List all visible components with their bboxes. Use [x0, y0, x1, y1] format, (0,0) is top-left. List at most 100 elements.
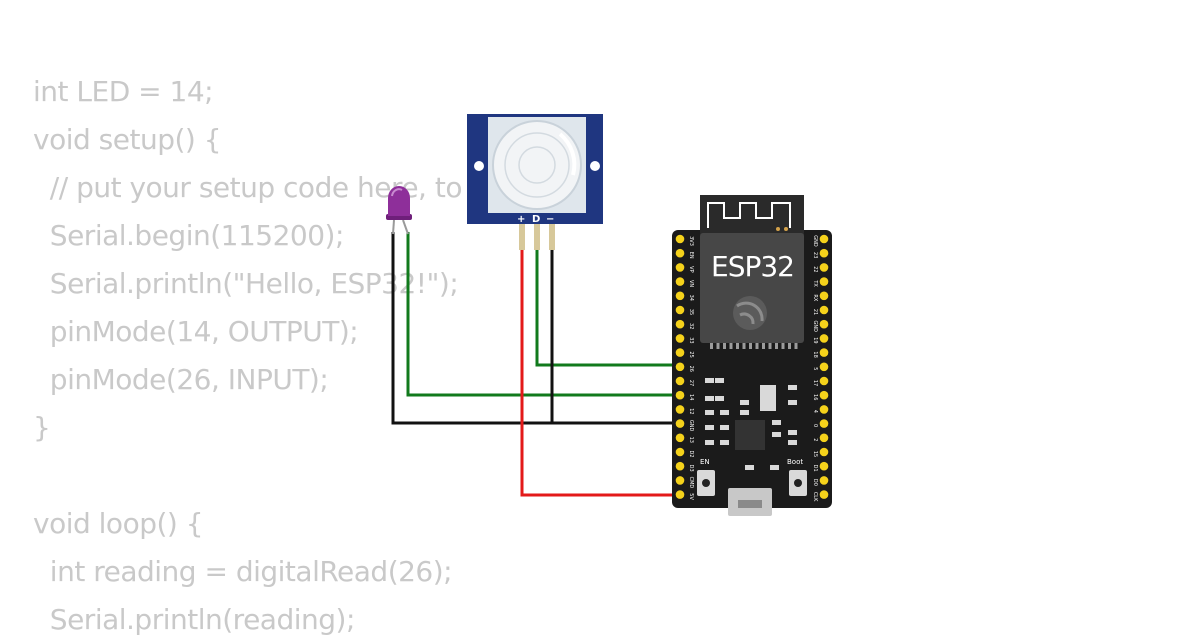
- right-header-pin[interactable]: [819, 319, 829, 329]
- voltage-regulator: [760, 385, 776, 411]
- pir-label-vcc: +: [517, 214, 525, 225]
- right-header-pin[interactable]: [819, 291, 829, 301]
- en-button[interactable]: [702, 479, 710, 487]
- right-pin-label: D1: [812, 465, 818, 472]
- esp32-module: [700, 233, 804, 343]
- esp32-board[interactable]: ESP32 EN Boot 3V3ENVPVN34353233252627141…: [672, 195, 832, 516]
- left-header-pin[interactable]: [675, 263, 685, 272]
- left-header-pin[interactable]: [675, 277, 685, 286]
- left-header-pin[interactable]: [675, 319, 685, 329]
- module-pad: [742, 343, 746, 349]
- left-header-pin[interactable]: [675, 447, 685, 457]
- led-dome: [388, 186, 410, 216]
- right-header-pin[interactable]: [819, 305, 829, 315]
- left-header-pins: 3V3ENVPVN343532332526271412GND13D2D3CMD5…: [675, 234, 694, 500]
- code-line: Serial.begin(115200);: [33, 219, 345, 252]
- smd-component: [705, 378, 714, 383]
- smd-component: [772, 432, 781, 437]
- right-header-pin[interactable]: [819, 263, 829, 272]
- left-pin-label: D2: [688, 450, 694, 457]
- left-header-pin[interactable]: [675, 248, 685, 258]
- left-header-pin[interactable]: [675, 390, 685, 400]
- right-header-pin[interactable]: [819, 405, 829, 414]
- right-header-pin[interactable]: [819, 334, 829, 343]
- right-header-pin[interactable]: [819, 490, 829, 499]
- right-pin-label: GND: [812, 320, 818, 332]
- right-pin-label: 2: [812, 438, 818, 441]
- left-pin-label: 33: [688, 337, 694, 343]
- right-pin-label: CLK: [812, 492, 818, 502]
- left-header-pin[interactable]: [675, 334, 685, 343]
- right-header-pin[interactable]: [819, 362, 829, 372]
- right-header-pin[interactable]: [819, 447, 829, 457]
- boot-button[interactable]: [794, 479, 802, 487]
- left-header-pin[interactable]: [675, 419, 685, 428]
- left-header-pin[interactable]: [675, 433, 685, 443]
- code-line: }: [33, 411, 51, 444]
- module-pad: [775, 343, 778, 349]
- right-header-pin[interactable]: [819, 234, 829, 244]
- right-header-pin[interactable]: [819, 348, 829, 357]
- module-pad: [716, 343, 720, 349]
- left-header-pin[interactable]: [675, 405, 685, 414]
- left-header-pin[interactable]: [675, 305, 685, 315]
- right-pin-label: 19: [812, 337, 818, 343]
- led[interactable]: [386, 186, 412, 235]
- module-pad: [788, 343, 791, 349]
- en-button-label: EN: [700, 458, 710, 466]
- left-pin-label: 27: [688, 380, 694, 386]
- right-pin-label: 17: [812, 380, 818, 386]
- pir-fresnel-lens: [492, 120, 582, 210]
- pir-pin-vcc: [519, 222, 525, 250]
- smd-component: [705, 396, 714, 401]
- smd-component: [745, 465, 754, 470]
- right-header-pin[interactable]: [819, 390, 829, 400]
- module-pad: [762, 343, 765, 349]
- smd-component: [788, 400, 797, 405]
- right-header-pin[interactable]: [819, 277, 829, 286]
- code-line: int LED = 14;: [33, 75, 214, 108]
- right-pin-label: TX: [812, 279, 818, 287]
- left-header-pin[interactable]: [675, 490, 685, 499]
- left-header-pin[interactable]: [675, 376, 685, 386]
- right-header-pin[interactable]: [819, 476, 829, 485]
- module-pad: [768, 343, 772, 349]
- left-pin-label: 5V: [688, 493, 694, 500]
- code-editor-background: int LED = 14;void setup() { // put your …: [33, 68, 599, 644]
- module-pad: [755, 343, 759, 349]
- circuit-diagram: + D − ESP32 EN Boot 3V3ENVPVN34353233252…: [386, 114, 832, 516]
- right-pin-label: 5: [812, 367, 818, 370]
- right-header-pin[interactable]: [819, 461, 829, 471]
- left-pin-label: 34: [688, 295, 694, 301]
- code-line: void setup() {: [33, 123, 222, 156]
- pir-mount-hole-left: [474, 161, 484, 171]
- left-header-pin[interactable]: [675, 291, 685, 301]
- wire-sensor-data-to-pin26[interactable]: [535, 228, 676, 367]
- code-line: pinMode(26, INPUT);: [33, 363, 329, 396]
- wire-led-to-gnd[interactable]: [391, 232, 676, 425]
- right-pin-label: GND: [812, 235, 818, 247]
- wire-sensor-vcc-to-5v[interactable]: [520, 228, 676, 497]
- left-header-pin[interactable]: [675, 234, 685, 244]
- right-pin-label: 4: [812, 410, 818, 413]
- right-pin-label: 18: [812, 351, 818, 357]
- antenna-trace: [707, 202, 791, 228]
- pir-lens-glare: [558, 132, 577, 176]
- left-header-pin[interactable]: [675, 476, 685, 485]
- right-header-pin[interactable]: [819, 376, 829, 386]
- left-pin-label: 35: [688, 309, 694, 315]
- left-header-pin[interactable]: [675, 348, 685, 357]
- antenna-pad-1: [776, 227, 780, 231]
- left-header-pin[interactable]: [675, 461, 685, 471]
- pir-label-gnd: −: [546, 214, 554, 225]
- pir-sensor[interactable]: + D −: [467, 114, 603, 250]
- right-pin-label: 0: [812, 424, 818, 427]
- smd-component: [715, 378, 724, 383]
- wire-led-to-pin14[interactable]: [406, 232, 676, 397]
- left-header-pin[interactable]: [675, 362, 685, 372]
- right-header-pin[interactable]: [819, 419, 829, 428]
- left-pin-label: 3V3: [688, 236, 694, 246]
- right-header-pin[interactable]: [819, 433, 829, 443]
- right-header-pin[interactable]: [819, 248, 829, 258]
